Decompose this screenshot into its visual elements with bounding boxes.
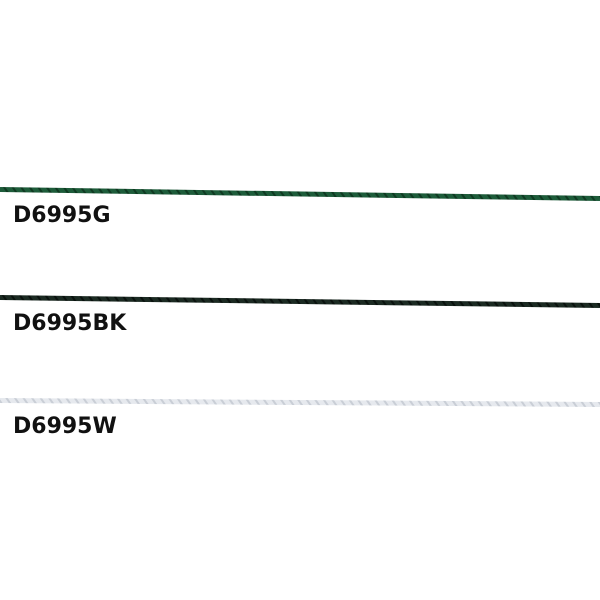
label-d6995bk: D6995BK bbox=[13, 311, 127, 336]
cord-black bbox=[0, 295, 600, 308]
label-d6995w: D6995W bbox=[13, 414, 117, 439]
cord-green bbox=[0, 187, 600, 201]
cord-white bbox=[0, 398, 600, 407]
label-d6995g: D6995G bbox=[13, 203, 111, 228]
